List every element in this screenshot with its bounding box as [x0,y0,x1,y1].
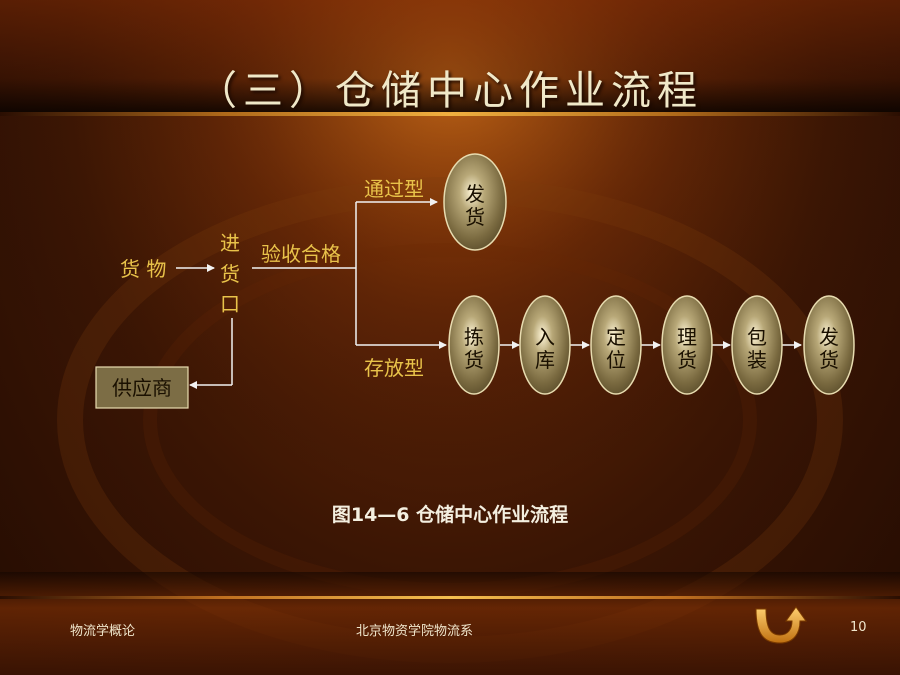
storage-node-5-text-2: 装 [747,348,767,372]
footer-course: 物流学概论 [70,624,136,639]
storage-node-5-text-1: 包 [747,325,767,349]
storage-node-2 [519,295,571,395]
storage-node-6-text-2: 货 [819,348,839,372]
storage-node-3-text-2: 位 [606,348,626,372]
storage-type-label: 存放型 [364,356,424,380]
pass-ship-text-1: 发 [465,182,485,206]
storage-node-4-text-2: 货 [677,348,697,372]
u-turn-arrow-icon[interactable] [752,603,812,645]
footer-divider [0,596,900,599]
storage-node-6-text-1: 发 [819,325,839,349]
storage-node-1 [448,295,500,395]
title-band [0,0,900,112]
entry-label-1: 进 [220,231,240,255]
storage-node-2-text-2: 库 [535,348,555,372]
pass-type-label: 通过型 [364,177,424,201]
supplier-box [95,366,189,409]
entry-label-3: 口 [220,292,240,316]
storage-node-3-text-1: 定 [606,325,626,349]
goods-label: 货 物 [120,257,166,281]
storage-node-6 [803,295,855,395]
storage-node-4-text-1: 理 [677,325,697,349]
inspection-label: 验收合格 [261,242,341,266]
pass-ship-node [443,153,507,251]
entry-label-2: 货 [220,262,240,286]
figure-caption: 图14—6 仓储中心作业流程 [331,504,569,526]
slide-title: （三）仓储中心作业流程 [197,68,703,114]
storage-node-2-text-1: 入 [535,325,555,349]
storage-node-4 [661,295,713,395]
storage-node-5 [731,295,783,395]
footer-page-number: 10 [850,620,867,635]
storage-node-1-text-1: 拣 [464,325,484,349]
title-divider [0,112,900,116]
footer-band [0,572,900,675]
supplier-label: 供应商 [112,376,172,400]
storage-node-3 [590,295,642,395]
footer-institution: 北京物资学院物流系 [356,624,474,639]
storage-node-1-text-2: 货 [464,348,484,372]
pass-ship-text-2: 货 [465,205,485,229]
